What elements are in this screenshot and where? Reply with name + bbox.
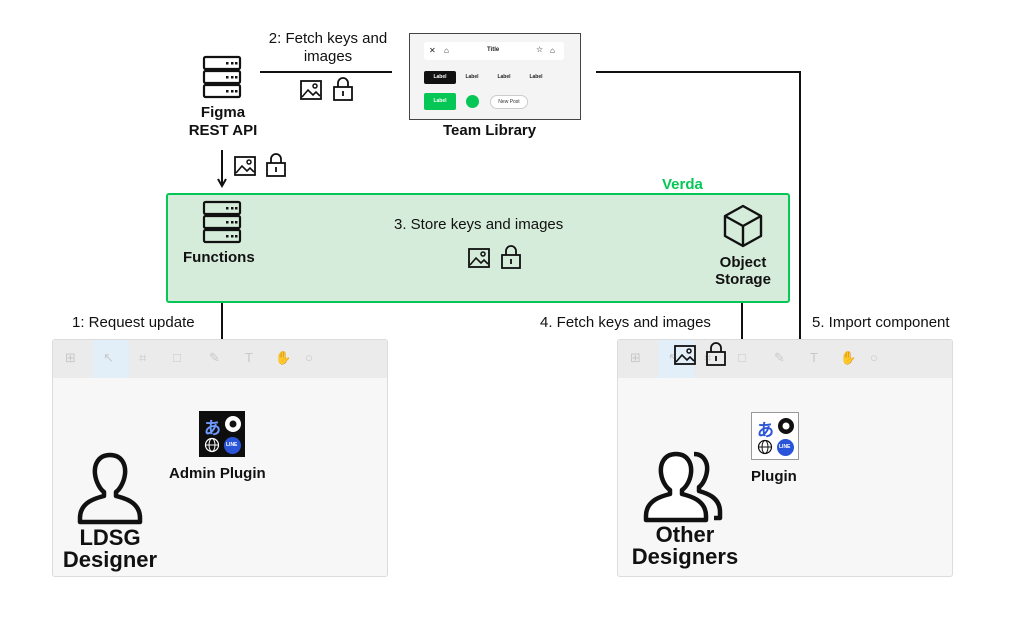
frame-menu-icon[interactable]: ⊞ xyxy=(65,350,76,365)
move-tool-icon[interactable]: ↖ xyxy=(668,350,679,365)
lock-icon xyxy=(501,245,521,269)
frame-menu-icon[interactable]: ⊞ xyxy=(630,350,641,365)
record-icon xyxy=(225,416,241,432)
step-3-label: 3. Store keys and images xyxy=(394,216,564,233)
preview-chip: Label xyxy=(424,71,456,84)
step-5-label: 5. Import component xyxy=(812,314,950,331)
step-1-label: 1: Request update xyxy=(72,314,195,331)
ldsg-designer-label: LDSG Designer xyxy=(62,525,158,572)
preview-chip: Label xyxy=(465,74,479,80)
figma-api-label: Figma REST API xyxy=(188,104,258,139)
shape-tool-icon[interactable]: □ xyxy=(738,350,746,365)
preview-green-button: Label xyxy=(424,93,456,110)
person-icon xyxy=(77,452,143,525)
figma-toolbar: ⊞ ↖ ⌗ □ ✎ T ✋ ○ xyxy=(618,340,952,378)
camera-icon xyxy=(466,95,479,108)
line-badge: LINE xyxy=(777,439,794,456)
other-designers-label: Other Designers xyxy=(631,522,739,569)
comment-tool-icon[interactable]: ○ xyxy=(305,350,313,365)
image-icon xyxy=(234,156,256,176)
preview-header: ✕ ⌂ Title ☆ ⌂ xyxy=(424,42,564,60)
home-icon: ⌂ xyxy=(550,46,555,55)
server-icon xyxy=(202,55,242,99)
preview-chip: Label xyxy=(529,74,543,80)
people-icon xyxy=(643,451,723,523)
kana-glyph: あ xyxy=(204,419,221,438)
image-icon xyxy=(300,80,322,100)
pen-tool-icon[interactable]: ✎ xyxy=(774,350,785,365)
hand-tool-icon[interactable]: ✋ xyxy=(275,350,292,365)
ldsg-figma-panel: ⊞ ↖ ⌗ □ ✎ T ✋ ○ xyxy=(52,339,388,577)
functions-label: Functions xyxy=(183,249,255,266)
toolbar-selection-highlight xyxy=(93,340,129,378)
team-library-preview: ✕ ⌂ Title ☆ ⌂ Label Label Label Label La… xyxy=(409,33,581,120)
server-icon xyxy=(202,200,242,244)
lock-icon xyxy=(706,342,726,366)
record-icon xyxy=(778,418,794,434)
lock-icon xyxy=(266,153,286,177)
close-icon: ✕ xyxy=(429,46,436,55)
verda-label: Verda xyxy=(662,176,703,193)
line-badge: LINE xyxy=(224,437,241,454)
object-storage-label: Object Storage xyxy=(715,254,771,288)
shape-tool-icon[interactable]: □ xyxy=(173,350,181,365)
hand-tool-icon[interactable]: ✋ xyxy=(840,350,857,365)
team-library-label: Team Library xyxy=(443,122,537,139)
cube-icon xyxy=(723,204,763,248)
plugin-logo-icon: あ LINE xyxy=(751,412,799,460)
preview-title: Title xyxy=(487,47,500,53)
crop-tool-icon[interactable]: ⌗ xyxy=(139,350,147,365)
move-tool-icon[interactable]: ↖ xyxy=(103,350,114,365)
text-tool-icon[interactable]: T xyxy=(810,350,818,365)
image-icon xyxy=(674,345,696,365)
star-icon: ☆ xyxy=(536,45,544,54)
verda-container xyxy=(166,193,790,303)
arrow-library-plugin xyxy=(596,71,800,395)
home-icon: ⌂ xyxy=(444,46,449,55)
image-icon xyxy=(468,248,490,268)
kana-glyph: あ xyxy=(757,421,774,440)
lock-icon xyxy=(333,77,353,101)
admin-plugin-label: Admin Plugin xyxy=(169,465,266,482)
globe-icon xyxy=(757,439,773,455)
preview-chip: Label xyxy=(497,74,511,80)
pen-tool-icon[interactable]: ✎ xyxy=(209,350,220,365)
comment-tool-icon[interactable]: ○ xyxy=(870,350,878,365)
text-tool-icon[interactable]: T xyxy=(245,350,253,365)
preview-new-post: New Post xyxy=(490,95,528,109)
step-4-label: 4. Fetch keys and images xyxy=(540,314,711,331)
figma-toolbar: ⊞ ↖ ⌗ □ ✎ T ✋ ○ xyxy=(53,340,387,378)
globe-icon xyxy=(204,437,220,453)
admin-plugin-logo-icon: あ LINE xyxy=(199,411,245,457)
step-2-label: 2: Fetch keys and images xyxy=(268,30,388,65)
plugin-label: Plugin xyxy=(751,468,797,485)
